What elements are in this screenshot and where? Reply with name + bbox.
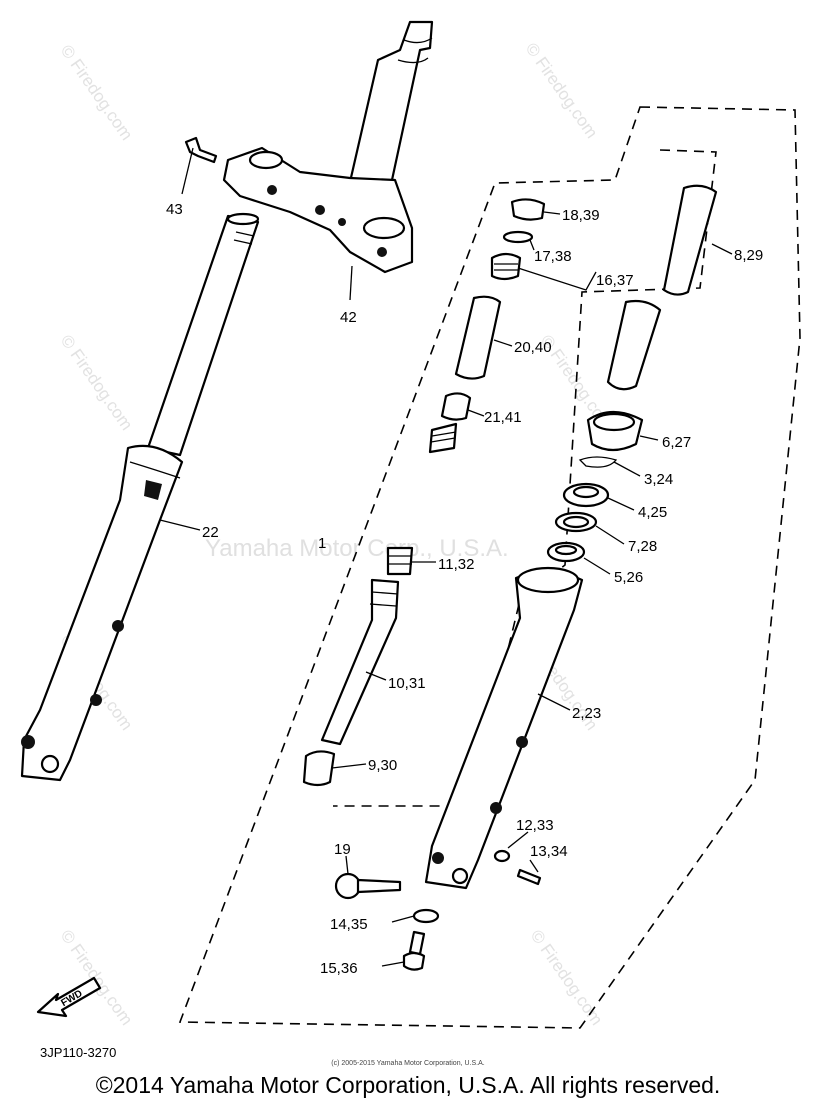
label-19: 19 — [334, 841, 351, 858]
label-9-30: 9,30 — [368, 757, 397, 774]
watermark-bottom-right: © Firedog.com — [527, 926, 607, 1028]
label-21-41: 21,41 — [484, 409, 522, 426]
label-3-24: 3,24 — [644, 471, 673, 488]
label-1: 1 — [318, 535, 326, 552]
part-labels: 43 42 22 18,39 17,38 16,37 8,29 20,40 21… — [166, 201, 763, 977]
label-20-40: 20,40 — [514, 339, 552, 356]
label-2-23: 2,23 — [572, 705, 601, 722]
label-22: 22 — [202, 524, 219, 541]
label-15-36: 15,36 — [320, 960, 358, 977]
watermark-top-left: © Firedog.com — [57, 41, 137, 143]
outer-dashed-boundary — [178, 106, 801, 1029]
label-5-26: 5,26 — [614, 569, 643, 586]
label-4-25: 4,25 — [638, 504, 667, 521]
label-7-28: 7,28 — [628, 538, 657, 555]
fwd-label: FWD — [59, 988, 84, 1009]
footer-small-copyright: (c) 2005-2015 Yamaha Motor Corporation, … — [331, 1060, 485, 1067]
label-10-31: 10,31 — [388, 675, 426, 692]
label-14-35: 14,35 — [330, 916, 368, 933]
diagram-code: 3JP110-3270 — [40, 1045, 117, 1060]
label-12-33: 12,33 — [516, 817, 554, 834]
exploded-parts — [302, 184, 718, 971]
label-13-34: 13,34 — [530, 843, 568, 860]
footer-copyright: ©2014 Yamaha Motor Corporation, U.S.A. A… — [95, 1072, 721, 1098]
label-42: 42 — [340, 309, 357, 326]
watermark-top-right: © Firedog.com — [522, 39, 602, 141]
watermark-center: Yamaha Motor Corp., U.S.A. — [205, 535, 509, 562]
label-6-27: 6,27 — [662, 434, 691, 451]
label-18-39: 18,39 — [562, 207, 600, 224]
label-43: 43 — [166, 201, 183, 218]
left-fork-assembly — [20, 20, 434, 782]
label-11-32: 11,32 — [438, 556, 474, 573]
leader-lines — [159, 147, 733, 967]
fwd-arrow-icon: FWD — [36, 976, 102, 1018]
watermark-bottom-left: © Firedog.com — [57, 926, 137, 1028]
label-17-38: 17,38 — [534, 248, 572, 265]
label-16-37: 16,37 — [596, 272, 634, 289]
label-8-29: 8,29 — [734, 247, 763, 264]
watermark-mid-left: © Firedog.com — [57, 331, 137, 433]
